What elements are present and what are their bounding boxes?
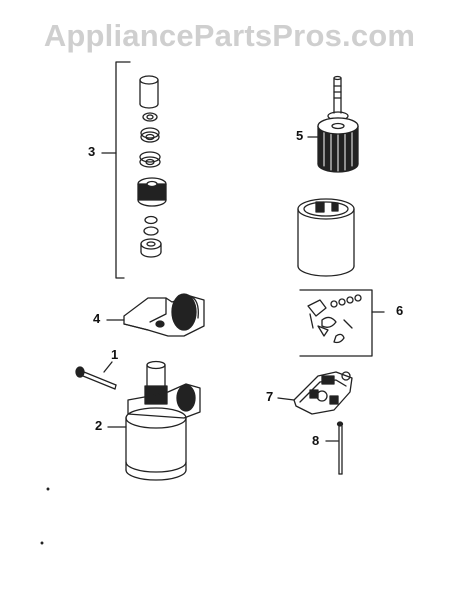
callout-6: 6 bbox=[396, 303, 404, 318]
callout-8: 8 bbox=[312, 433, 320, 448]
part-4-end-cap bbox=[106, 293, 205, 337]
part-2-starter-motor bbox=[107, 360, 201, 481]
callout-5: 5 bbox=[296, 128, 304, 143]
drive-washers bbox=[139, 151, 161, 168]
bracket-6 bbox=[299, 289, 373, 357]
part-5-armature bbox=[307, 75, 359, 173]
pinion-gear bbox=[137, 177, 167, 207]
speck bbox=[46, 487, 50, 491]
part-3-drive-kit bbox=[101, 61, 167, 279]
callout-7: 7 bbox=[266, 389, 274, 404]
drive-nut bbox=[142, 112, 158, 122]
callout-1: 1 bbox=[111, 347, 119, 362]
callout-4: 4 bbox=[93, 311, 101, 326]
watermark: AppliancePartsPros.com bbox=[43, 18, 416, 53]
drive-spring bbox=[140, 127, 160, 143]
part-8-screw bbox=[325, 421, 344, 475]
leader-1 bbox=[103, 361, 113, 373]
bracket-3 bbox=[115, 61, 131, 279]
part-7-brush-plate bbox=[277, 371, 353, 415]
part-6-brush-kit bbox=[299, 289, 385, 357]
drive-spacers bbox=[143, 215, 159, 236]
drive-collar bbox=[140, 238, 162, 258]
part-1-through-bolt bbox=[75, 361, 117, 390]
field-housing bbox=[297, 198, 355, 277]
drive-sleeve bbox=[139, 75, 159, 109]
callout-2: 2 bbox=[95, 418, 103, 433]
leader-7 bbox=[277, 397, 295, 401]
callout-3: 3 bbox=[88, 144, 96, 159]
speck bbox=[40, 541, 44, 545]
